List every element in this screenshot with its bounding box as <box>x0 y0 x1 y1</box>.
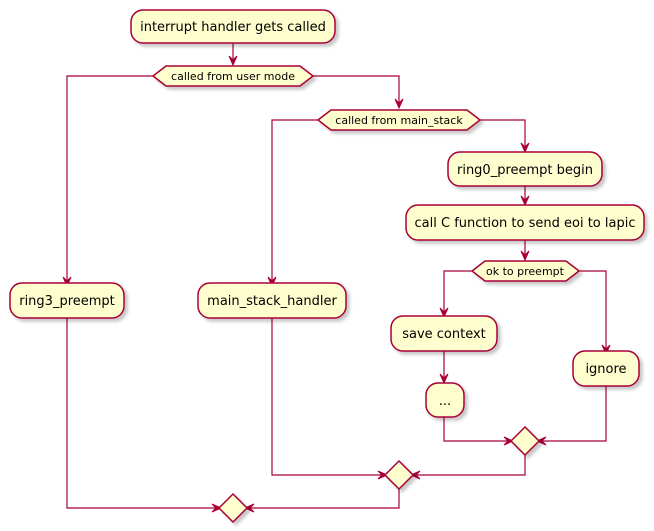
arrowhead <box>439 307 449 319</box>
edge-ok-to-ignore <box>579 270 607 351</box>
merge-called-from-user-mode <box>217 492 249 524</box>
edge-merge-main-to-merge-user <box>248 489 400 509</box>
condition-label: called from main_stack <box>335 114 463 127</box>
arrowhead <box>520 250 530 262</box>
edge-user-mode-to-main-stack <box>313 75 400 104</box>
activity-label: ring3_preempt <box>19 294 115 309</box>
activity-label: ignore <box>585 362 626 377</box>
arrowhead <box>243 503 255 513</box>
arrowhead <box>503 436 515 446</box>
activity-label: call C function to send eoi to lapic <box>415 216 636 231</box>
arrowhead <box>409 470 421 480</box>
activity-label: save context <box>402 327 486 342</box>
arrowhead <box>520 195 530 207</box>
arrowhead <box>394 98 404 110</box>
edge-main-stack-to-handler <box>271 119 318 283</box>
edge-merge-ok-to-merge-main <box>414 455 526 476</box>
condition-called-from-user-mode: called from user mode <box>151 65 315 87</box>
arrowhead <box>377 470 389 480</box>
activity-call-c-function: call C function to send eoi to lapic <box>405 204 645 241</box>
activity-label: interrupt handler gets called <box>140 20 326 35</box>
activity-label: main_stack_handler <box>207 294 337 309</box>
arrowhead <box>439 373 449 385</box>
arrowhead <box>228 55 238 67</box>
condition-called-from-main-stack: called from main_stack <box>316 109 482 131</box>
edge-ellipsis-to-merge-ok <box>443 417 510 442</box>
edge-ring3-to-merge-user <box>66 318 218 509</box>
arrowhead <box>520 142 530 154</box>
activity-interrupt-handler: interrupt handler gets called <box>130 9 336 44</box>
arrowhead <box>535 436 547 446</box>
condition-ok-to-preempt: ok to preempt <box>470 260 581 282</box>
merge-called-from-main-stack <box>383 459 415 491</box>
edge-handler-to-merge-main <box>271 318 384 476</box>
condition-label: called from user mode <box>171 70 295 83</box>
activity-ignore: ignore <box>572 350 640 387</box>
merge-ok-to-preempt <box>509 425 541 457</box>
activity-ellipsis: ... <box>425 382 465 418</box>
activity-save-context: save context <box>390 315 498 352</box>
edge-ignore-to-merge-ok <box>540 386 607 442</box>
activity-label: ring0_preempt begin <box>457 163 593 178</box>
edge-main-stack-to-ring0 <box>480 119 526 148</box>
activity-ring3-preempt: ring3_preempt <box>9 282 125 319</box>
activity-main-stack-handler: main_stack_handler <box>197 282 347 319</box>
edge-ok-to-save-context <box>443 270 472 314</box>
activity-label: ... <box>439 394 451 409</box>
edges <box>62 43 611 513</box>
condition-label: ok to preempt <box>486 265 565 278</box>
arrowhead <box>211 503 223 513</box>
activity-ring0-preempt-begin: ring0_preempt begin <box>447 151 603 187</box>
edge-user-mode-to-ring3 <box>66 75 153 283</box>
